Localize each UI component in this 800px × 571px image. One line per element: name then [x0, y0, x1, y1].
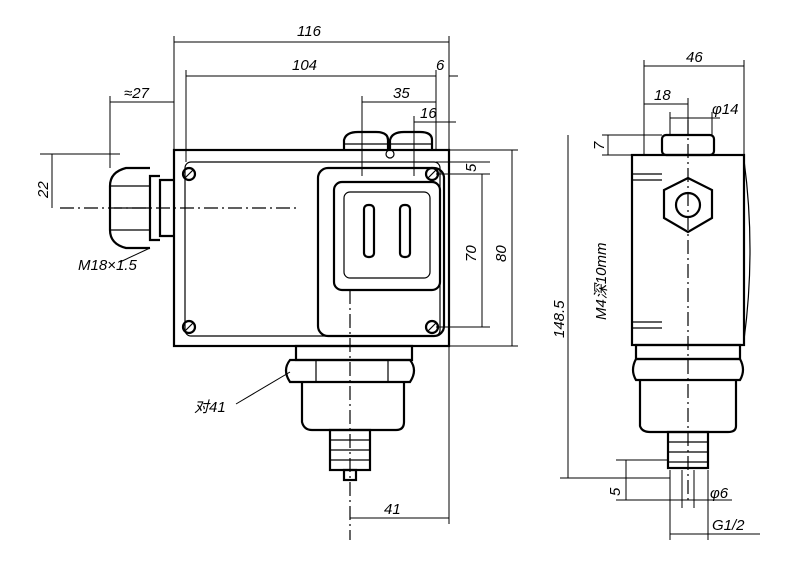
- dim-41: 41: [384, 501, 401, 518]
- side-hex-port: [662, 176, 714, 234]
- thread-label: M18×1.5: [78, 257, 137, 274]
- window-pane: [343, 191, 431, 279]
- corner-screws: [181, 166, 440, 335]
- dim-phi14: φ14: [712, 101, 738, 118]
- front-dimensions: [40, 36, 518, 524]
- dim-5-nozzle: 5: [607, 487, 624, 496]
- dim-5: 5: [463, 163, 480, 172]
- window-slot-left: [362, 203, 376, 259]
- screw-icon: [181, 166, 197, 182]
- dim-27: ≈27: [124, 85, 150, 102]
- dim-6: 6: [436, 57, 445, 74]
- dim-16: 16: [420, 105, 437, 122]
- dim-22: 22: [35, 181, 52, 199]
- screw-icon: [181, 319, 197, 335]
- dim-35: 35: [393, 85, 410, 102]
- window-slot-right: [398, 203, 412, 259]
- housing-outline: [172, 148, 451, 348]
- housing-inner: [184, 161, 441, 337]
- mount-thread-label: M4深10mm: [593, 242, 610, 320]
- dim-46: 46: [686, 49, 703, 66]
- dim-148-5: 148.5: [551, 300, 568, 338]
- dim-70: 70: [463, 245, 480, 262]
- hex-nut: [284, 358, 416, 384]
- dim-7: 7: [591, 141, 608, 150]
- dim-104: 104: [292, 57, 317, 74]
- dim-phi6: φ6: [710, 485, 729, 502]
- window-block: [316, 166, 446, 338]
- wrench-label: 对41: [194, 399, 226, 416]
- port-thread-label: G1/2: [712, 517, 745, 534]
- side-view: 46 18 φ14 7 148.5 M4深10mm 5 φ6 G1/2: [551, 49, 760, 540]
- top-adjust-screws: [342, 130, 434, 159]
- window-frame: [332, 180, 442, 292]
- dim-18: 18: [654, 87, 671, 104]
- side-dimensions: [560, 60, 760, 540]
- wrench-leader: [235, 371, 291, 405]
- front-view: 116 104 6 35 16 ≈27 22 M18×1.5 5 70 80 对…: [35, 23, 518, 540]
- dim-80: 80: [493, 245, 510, 262]
- thread-leader: [119, 247, 151, 263]
- dim-116: 116: [297, 23, 322, 40]
